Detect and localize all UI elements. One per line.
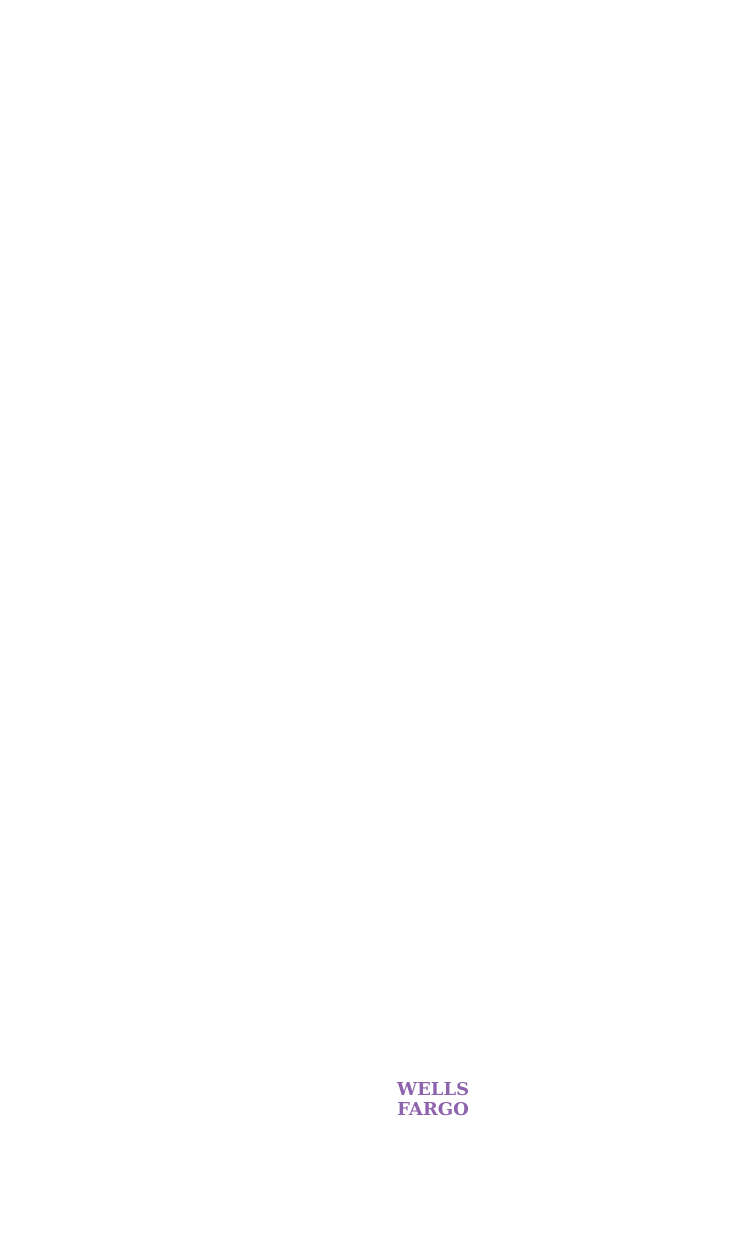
logo-line-2: FARGO xyxy=(397,1099,469,1120)
logo-line-1: WELLS xyxy=(396,1079,470,1100)
wells-fargo-logo: WELLS FARGO xyxy=(372,1080,494,1120)
